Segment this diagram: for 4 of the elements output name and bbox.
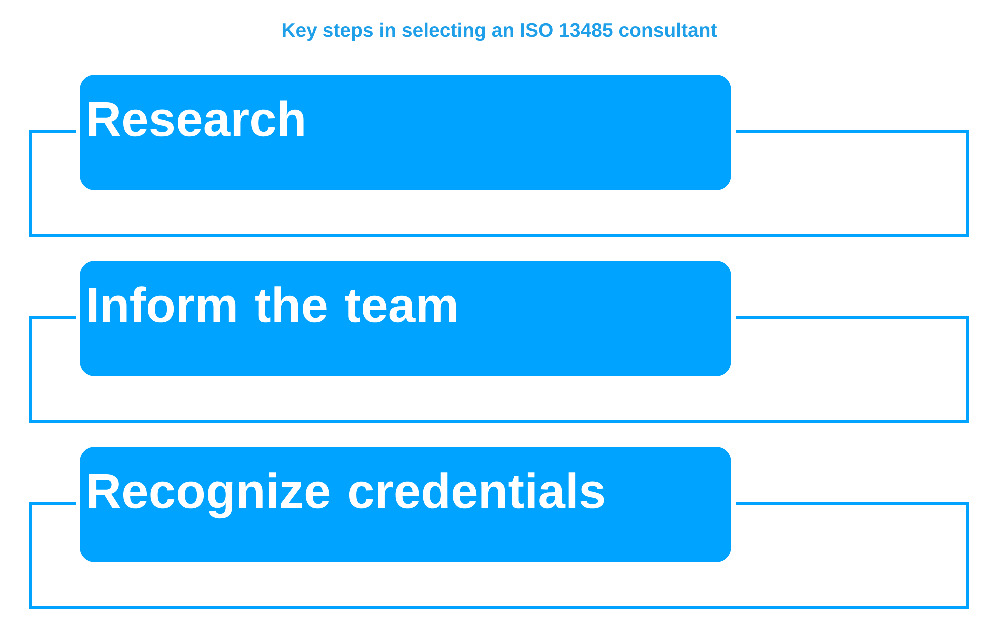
step-box: Inform the team [80,261,732,376]
step-box: Recognize credentials [80,447,732,562]
step-box: Research [80,75,732,190]
title: Key steps in selecting an ISO 13485 consultant [282,22,718,42]
